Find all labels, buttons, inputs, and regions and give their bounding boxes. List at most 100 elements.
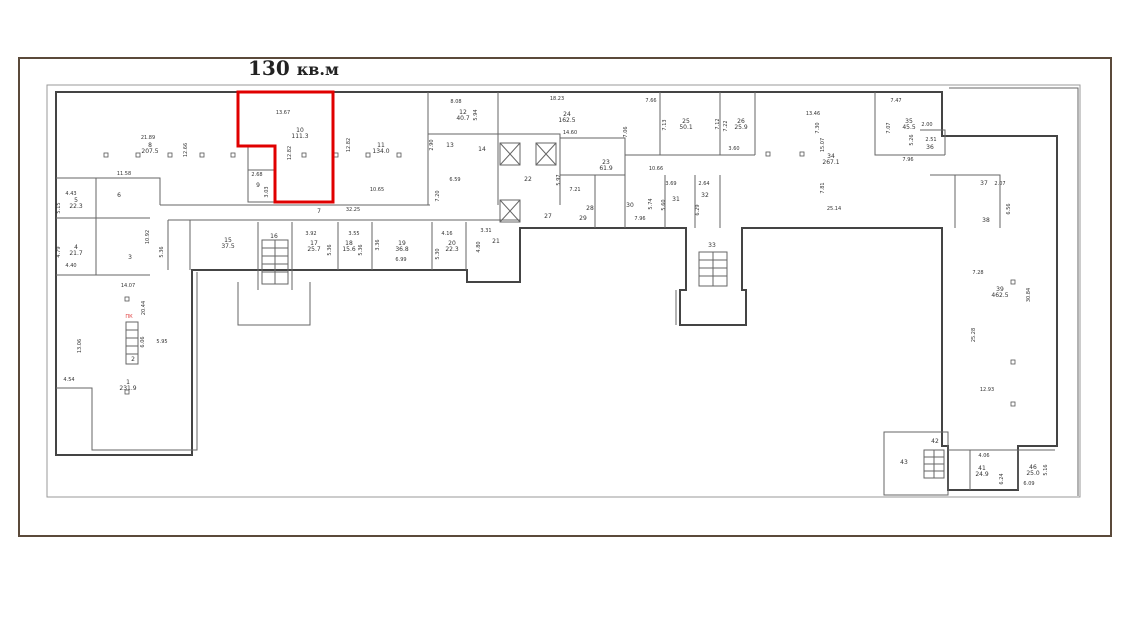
dimension-label: 6.24 [999, 473, 1005, 484]
dimension-label: 7.96 [902, 157, 913, 163]
room-number: 22 [524, 176, 532, 183]
dimension-label: 25.14 [827, 206, 841, 212]
dimension-label: 8.08 [450, 99, 461, 105]
room-number: 30 [626, 202, 634, 209]
dimension-label: 2.07 [994, 181, 1005, 187]
area-title: 130 кв.м [248, 56, 339, 80]
dimension-label: 2.51 [925, 137, 936, 143]
room-number: 24 [563, 111, 571, 118]
dimension-label: 6.09 [1023, 481, 1034, 487]
room-number: 17 [310, 240, 318, 247]
dimension-label: 6.59 [449, 177, 460, 183]
room-number: 10 [296, 127, 304, 134]
room-number: 33 [708, 242, 716, 249]
columns [103, 151, 1016, 407]
dimension-label: 7.06 [623, 126, 629, 137]
room-number: 25 [682, 118, 690, 125]
dimension-label: 3.92 [305, 231, 316, 237]
room-number: 18 [345, 240, 353, 247]
room-number: 38 [982, 217, 990, 224]
room-area: 25.9 [734, 124, 748, 131]
room-area: 37.5 [221, 243, 235, 250]
dimension-label: 7.81 [820, 182, 826, 193]
dimension-label: 21.89 [141, 135, 155, 141]
dimension-label: 3.55 [348, 231, 359, 237]
dimension-label: 7.20 [435, 190, 441, 201]
dimension-label: 13.67 [276, 110, 290, 116]
dimension-label: 5.94 [473, 109, 479, 120]
room-area: 45.5 [902, 124, 916, 131]
dimension-label: 2.90 [429, 139, 435, 150]
room-area: 40.7 [456, 115, 470, 122]
room-number: 21 [492, 238, 500, 245]
room-area: 61.9 [599, 165, 613, 172]
dimension-label: 6.56 [1006, 203, 1012, 214]
dimension-label: 7.21 [569, 187, 580, 193]
room-labels: 1231.923421.7522.3678207.5910111.311134.… [56, 96, 1049, 487]
dimension-label: 3.69 [665, 181, 676, 187]
dimension-label: 15.07 [820, 138, 826, 152]
dimension-label: 7.28 [972, 270, 983, 276]
room-number: 5 [74, 197, 78, 204]
dimension-label: 7.13 [662, 119, 668, 130]
dimension-label: 5.36 [159, 246, 165, 257]
room-number: 32 [701, 192, 709, 199]
dimension-label: 2.64 [698, 181, 709, 187]
dimension-label: 13.46 [806, 111, 820, 117]
dimension-label: 25.28 [971, 328, 977, 342]
dimension-label: 12.66 [183, 143, 189, 157]
room-number: 23 [602, 159, 610, 166]
dimension-label: 10.66 [649, 166, 663, 172]
dimension-label: 7.30 [815, 122, 821, 133]
highlighted-office-area[interactable] [236, 90, 335, 204]
dimension-label: 3.03 [264, 186, 270, 197]
dimension-label: 7.66 [645, 98, 656, 104]
dimension-label: 7.47 [890, 98, 901, 104]
room-number: 28 [586, 205, 594, 212]
room-area: 25.7 [307, 246, 321, 253]
elevators [499, 142, 557, 223]
dimension-label: 4.54 [63, 377, 74, 383]
room-number: 34 [827, 153, 835, 160]
room-area: 462.5 [991, 292, 1008, 299]
dimension-label: 30.84 [1026, 288, 1032, 302]
dimension-label: 6.99 [395, 257, 406, 263]
room-area: 36.8 [395, 246, 409, 253]
room-number: 16 [270, 233, 278, 240]
dimension-label: 5.15 [56, 202, 62, 213]
dimension-label: 4.16 [441, 231, 452, 237]
dimension-label: 18.23 [550, 96, 564, 102]
room-number: 7 [317, 208, 321, 215]
room-number: 37 [980, 180, 988, 187]
dimension-label: 6.06 [140, 336, 146, 347]
room-number: 15 [224, 237, 232, 244]
staircases [125, 239, 945, 479]
dimension-label: 5.36 [358, 244, 364, 255]
drawing-border [46, 84, 1081, 498]
room-area: 25.0 [1026, 470, 1040, 477]
room-number: 4 [74, 244, 78, 251]
dimension-label: 13.06 [77, 339, 83, 353]
room-number: 42 [931, 438, 939, 445]
room-number: 1 [126, 379, 130, 386]
room-area: 111.3 [291, 133, 308, 140]
room-number: 8 [148, 142, 152, 149]
room-area: 162.5 [558, 117, 575, 124]
room-number: 13 [446, 142, 454, 149]
area-unit: кв.м [296, 60, 339, 79]
room-number: 31 [672, 196, 680, 203]
plan-frame [18, 57, 1112, 537]
room-area: 22.3 [445, 246, 459, 253]
room-number: 29 [579, 215, 587, 222]
dimension-label: 11.58 [117, 171, 131, 177]
room-number: 19 [398, 240, 406, 247]
room-number: 12 [459, 109, 467, 116]
dimension-label: 14.60 [563, 130, 577, 136]
room-area: 267.1 [822, 159, 839, 166]
dimension-label: 4.43 [65, 191, 76, 197]
dimension-label: 6.29 [695, 204, 701, 215]
dimension-label: 10.65 [370, 187, 384, 193]
dimension-label: 7.96 [634, 216, 645, 222]
dimension-label: 4.79 [56, 246, 62, 257]
